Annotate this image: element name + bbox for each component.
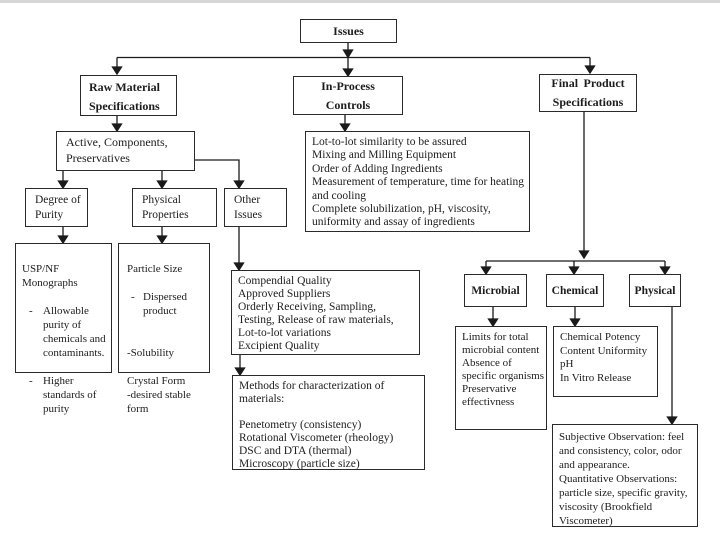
node-other-issues-detail: Compendial Quality Approved Suppliers Or…	[231, 270, 420, 355]
node-active-components-preservatives: Active, Components, Preservatives	[56, 131, 195, 171]
node-usp-nf-monographs: USP/NF Monographs - Allowable purity of …	[15, 243, 112, 415]
page-top-border	[0, 0, 720, 3]
node-in-process-controls: In-Process Controls	[293, 76, 403, 115]
node-other-issues: Other Issues	[224, 188, 287, 227]
node-physical-properties: Physical Properties	[132, 188, 217, 227]
particle-size-bullet: - Dispersed product	[131, 291, 187, 317]
node-chemical-detail: Chemical Potency Content Uniformity pH I…	[553, 326, 658, 397]
node-final-product-specifications: Final Product Specifications	[539, 74, 637, 112]
usp-nf-bullet-2: - Higher standards of purity	[29, 375, 97, 415]
particle-size-title: Particle Size	[127, 263, 183, 275]
node-physical: Physical	[629, 274, 681, 307]
node-degree-of-purity: Degree of Purity	[25, 188, 88, 227]
node-methods-of-characterization: Methods for characterization of material…	[232, 375, 425, 470]
node-physical-detail: Subjective Observation: feel and consist…	[552, 424, 698, 527]
usp-nf-bullet-1: - Allowable purity of chemicals and cont…	[29, 305, 106, 359]
node-particle-size: Particle Size - Dispersed product -Solub…	[118, 243, 210, 415]
node-chemical: Chemical	[546, 274, 604, 307]
node-issues: Issues	[300, 19, 397, 43]
node-raw-material-specifications: Raw Material Specifications	[80, 75, 177, 116]
node-microbial: Microbial	[464, 274, 527, 307]
usp-nf-title: USP/NF Monographs	[22, 263, 78, 289]
node-in-process-detail: Lot-to-lot similarity to be assured Mixi…	[305, 131, 530, 232]
particle-size-body: -Solubility Crystal Form -desired stable…	[127, 347, 191, 415]
node-microbial-detail: Limits for total microbial content Absen…	[455, 326, 547, 430]
